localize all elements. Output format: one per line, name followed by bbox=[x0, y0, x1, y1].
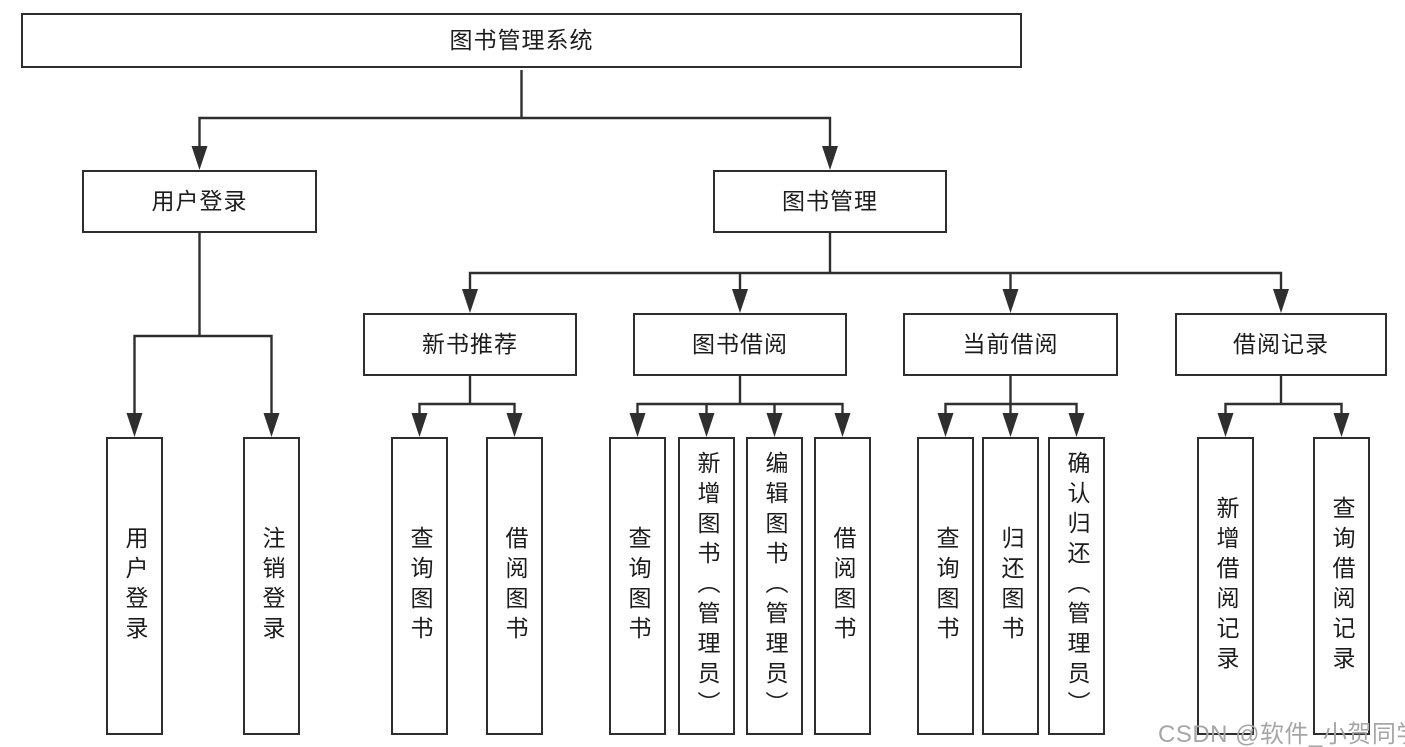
leaf-user-login: 用户登录 bbox=[106, 437, 163, 735]
connector-book-mgmt-branch bbox=[462, 233, 1289, 313]
leaf-borrow-book-recommend-label: 借阅图书 bbox=[502, 526, 528, 646]
connector-root-to-level2 bbox=[191, 70, 838, 170]
leaf-query-book-current-label: 查询图书 bbox=[933, 526, 959, 646]
leaf-query-book-borrowing-label: 查询图书 bbox=[625, 526, 651, 646]
node-root-system: 图书管理系统 bbox=[21, 13, 1022, 68]
node-borrowing-records-label: 借阅记录 bbox=[1233, 331, 1329, 357]
connector-user-login-branch bbox=[126, 233, 280, 437]
leaf-return-book-label: 归还图书 bbox=[998, 526, 1024, 646]
leaf-query-book-borrowing: 查询图书 bbox=[609, 437, 666, 735]
leaf-query-book-recommend: 查询图书 bbox=[391, 437, 448, 735]
leaf-borrow-book-borrowing-label: 借阅图书 bbox=[830, 526, 856, 646]
leaf-add-book-admin: 新增图书（管理员） bbox=[678, 437, 735, 735]
leaf-user-login-label: 用户登录 bbox=[122, 526, 148, 646]
node-current-borrowing-label: 当前借阅 bbox=[962, 331, 1059, 357]
connector-new-book-branch bbox=[411, 376, 523, 437]
leaf-edit-book-admin-label: 编辑图书（管理员） bbox=[762, 451, 788, 721]
node-book-management: 图书管理 bbox=[713, 170, 947, 233]
leaf-add-borrow-record-label: 新增借阅记录 bbox=[1213, 496, 1239, 676]
node-book-borrowing: 图书借阅 bbox=[633, 313, 847, 376]
node-book-management-label: 图书管理 bbox=[782, 188, 878, 214]
leaf-confirm-return-admin: 确认归还（管理员） bbox=[1048, 437, 1105, 735]
leaf-edit-book-admin: 编辑图书（管理员） bbox=[746, 437, 803, 735]
leaf-query-book-recommend-label: 查询图书 bbox=[407, 526, 433, 646]
node-new-book-recommend: 新书推荐 bbox=[363, 313, 577, 376]
leaf-logout-label: 注销登录 bbox=[259, 526, 285, 646]
leaf-borrow-book-recommend: 借阅图书 bbox=[486, 437, 543, 735]
connector-current-borrow-branch bbox=[937, 376, 1085, 437]
node-root-system-label: 图书管理系统 bbox=[449, 27, 594, 53]
leaf-query-book-current: 查询图书 bbox=[917, 437, 974, 735]
leaf-add-book-admin-label: 新增图书（管理员） bbox=[694, 451, 720, 721]
node-borrowing-records: 借阅记录 bbox=[1175, 313, 1387, 376]
watermark: CSDN @软件_小贺同学 bbox=[1158, 721, 1405, 747]
leaf-add-borrow-record: 新增借阅记录 bbox=[1197, 437, 1254, 735]
connector-book-borrow-branch bbox=[629, 376, 851, 437]
connector-borrow-records-branch bbox=[1217, 376, 1350, 437]
node-user-login-label: 用户登录 bbox=[151, 188, 248, 214]
node-user-login: 用户登录 bbox=[82, 170, 317, 233]
leaf-logout: 注销登录 bbox=[243, 437, 300, 735]
leaf-query-borrow-record-label: 查询借阅记录 bbox=[1329, 496, 1355, 676]
leaf-borrow-book-borrowing: 借阅图书 bbox=[814, 437, 871, 735]
node-new-book-recommend-label: 新书推荐 bbox=[422, 331, 518, 357]
leaf-return-book: 归还图书 bbox=[982, 437, 1039, 735]
node-book-borrowing-label: 图书借阅 bbox=[692, 331, 788, 357]
leaf-query-borrow-record: 查询借阅记录 bbox=[1313, 437, 1370, 735]
node-current-borrowing: 当前借阅 bbox=[903, 313, 1118, 376]
leaf-confirm-return-admin-label: 确认归还（管理员） bbox=[1064, 451, 1090, 721]
